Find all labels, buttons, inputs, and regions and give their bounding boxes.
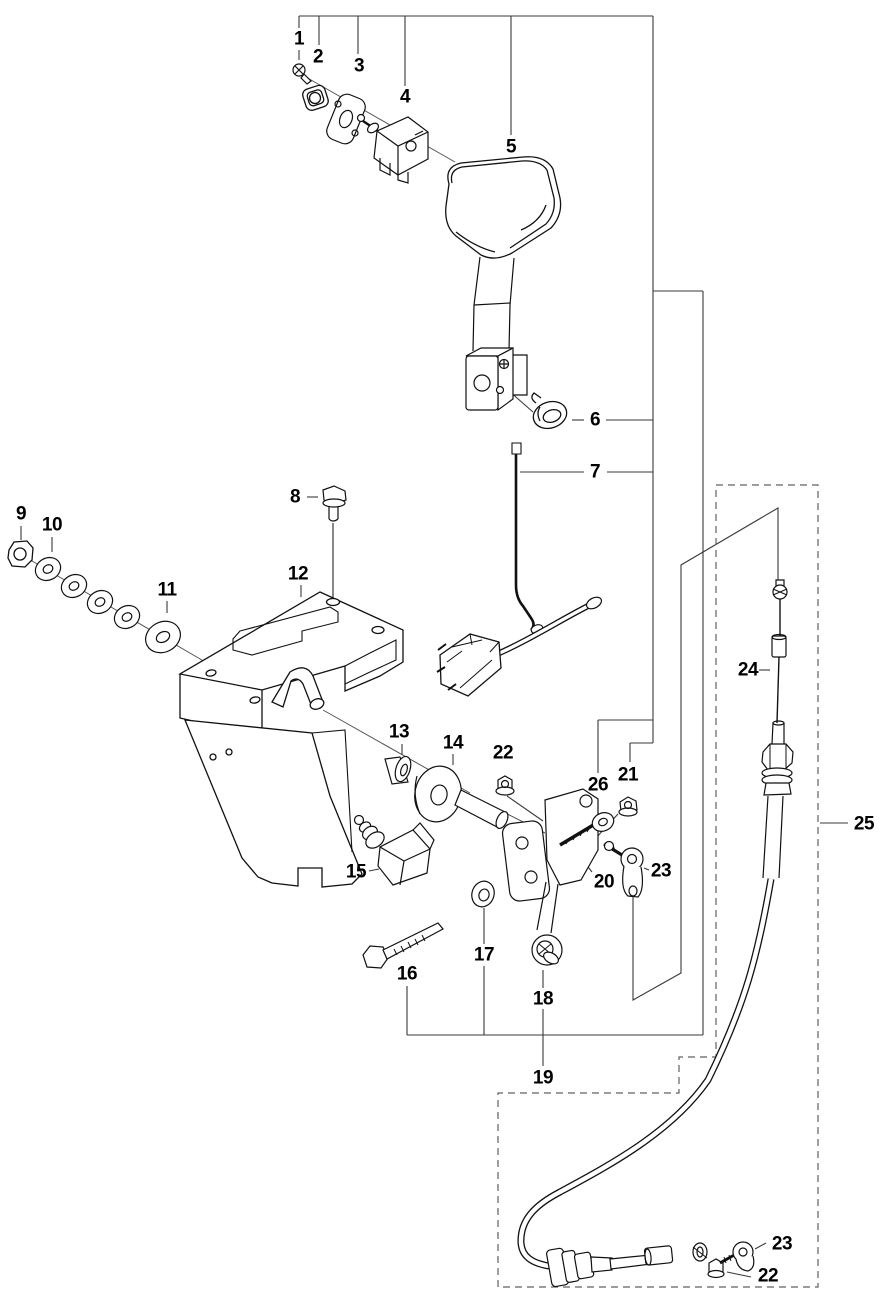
part-22-nut-upper xyxy=(496,776,514,795)
part-label-2: 2 xyxy=(312,46,324,68)
part-label-21: 21 xyxy=(617,764,639,786)
part-10-washers xyxy=(31,553,143,633)
part-25-cable xyxy=(521,796,783,1266)
part-15-switch xyxy=(355,816,435,886)
part-21-nut xyxy=(619,797,637,816)
part-label-20: 20 xyxy=(593,871,615,893)
part-22-nut-lower xyxy=(708,1259,724,1278)
part-13-bushing xyxy=(385,754,414,784)
part-label-6: 6 xyxy=(589,409,601,431)
part-label-1: 1 xyxy=(293,28,305,50)
part-label-15: 15 xyxy=(345,861,367,883)
part-label-25: 25 xyxy=(853,813,875,835)
part-label-12: 12 xyxy=(287,563,309,585)
part-label-11: 11 xyxy=(157,579,177,601)
dashed-detail-box xyxy=(498,485,818,1287)
part-label-7: 7 xyxy=(589,461,601,483)
part-7-rod xyxy=(512,443,544,635)
wire-connector xyxy=(437,595,603,696)
part-label-19: 19 xyxy=(532,1067,554,1089)
part-23-ball-joint-upper xyxy=(604,842,643,898)
part-label-22-upper: 22 xyxy=(492,742,514,764)
leader-line-framework xyxy=(21,16,848,1277)
part-2-nut xyxy=(301,84,330,112)
part-label-24: 24 xyxy=(737,659,759,681)
part-label-5: 5 xyxy=(505,136,517,158)
part-26-washer xyxy=(589,809,616,834)
cable-lower-end xyxy=(546,1243,707,1287)
lever-arm xyxy=(532,882,562,966)
part-label-16: 16 xyxy=(396,963,418,985)
part-24-cable-top xyxy=(772,580,787,744)
part-5-shift-knob xyxy=(446,157,561,258)
lever-pivot-block xyxy=(466,348,527,410)
part-12-bracket xyxy=(180,592,403,887)
pivot-shaft xyxy=(455,790,510,830)
part-label-14: 14 xyxy=(442,732,464,754)
part-20-lever-assembly xyxy=(501,789,600,902)
part-label-4: 4 xyxy=(399,86,411,108)
part-label-13: 13 xyxy=(388,721,410,743)
part-16-bolt xyxy=(363,923,443,968)
part-1-screw xyxy=(293,64,311,84)
part-label-17: 17 xyxy=(473,944,495,966)
part-14-washer xyxy=(410,762,467,826)
part-4-switch xyxy=(358,115,429,184)
part-label-22-lower: 22 xyxy=(757,1265,779,1287)
part-label-9: 9 xyxy=(15,503,27,525)
part-label-26: 26 xyxy=(587,774,609,796)
part-label-18: 18 xyxy=(532,988,554,1010)
cable-adjuster xyxy=(762,744,793,795)
part-23-ball-joint-lower xyxy=(720,1242,754,1271)
part-label-23-lower: 23 xyxy=(771,1233,793,1255)
part-6-eyelet xyxy=(530,393,570,433)
part-3-plate xyxy=(324,92,368,147)
part-label-3: 3 xyxy=(353,55,365,77)
part-label-8: 8 xyxy=(289,486,301,508)
part-9-nut xyxy=(8,541,33,567)
part-label-10: 10 xyxy=(41,514,63,536)
part-8-bolt xyxy=(323,486,346,599)
part-17-washer xyxy=(469,878,498,910)
part-label-23-upper: 23 xyxy=(650,860,672,882)
lever-shaft xyxy=(473,257,514,351)
part-11-washer xyxy=(140,615,186,658)
